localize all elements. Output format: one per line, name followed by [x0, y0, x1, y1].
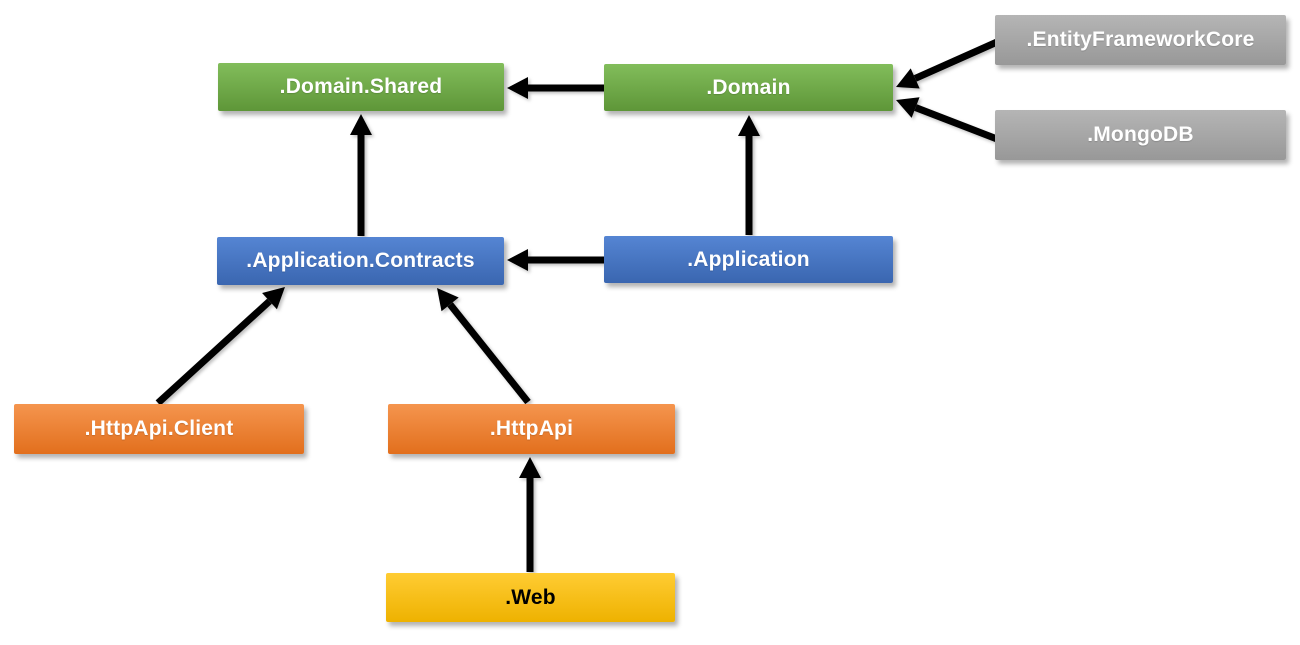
arrow-web-to-httpapi: [519, 457, 541, 572]
node-web: .Web: [386, 573, 675, 622]
node-label-app-contracts: .Application.Contracts: [246, 249, 475, 272]
node-label-mongodb: .MongoDB: [1087, 123, 1194, 146]
node-domain: .Domain: [604, 64, 893, 111]
node-domain-shared: .Domain.Shared: [218, 63, 504, 111]
node-label-domain: .Domain: [706, 75, 791, 99]
arrow-httpapi-client-to-app-contracts: [155, 287, 285, 406]
arrow-app-contracts-to-domain-shared: [350, 114, 372, 236]
arrow-application-to-domain: [738, 115, 760, 235]
arrow-domain-to-domain-shared: [507, 77, 604, 99]
node-efcore: .EntityFrameworkCore: [995, 15, 1286, 65]
node-httpapi: .HttpApi: [388, 404, 675, 454]
node-label-httpapi: .HttpApi: [489, 417, 574, 440]
node-label-httpapi-client: .HttpApi.Client: [84, 417, 234, 440]
arrow-efcore-to-domain: [896, 38, 999, 89]
node-label-efcore: .EntityFrameworkCore: [1026, 28, 1255, 51]
node-label-domain-shared: .Domain.Shared: [279, 75, 443, 98]
node-label-application: .Application: [687, 247, 810, 271]
arrow-mongodb-to-domain: [896, 97, 999, 143]
node-label-web: .Web: [505, 585, 556, 609]
node-httpapi-client: .HttpApi.Client: [14, 404, 304, 454]
node-application: .Application: [604, 236, 893, 283]
arrow-httpapi-to-app-contracts: [437, 288, 531, 405]
arrow-application-to-app-contracts: [507, 249, 604, 271]
node-app-contracts: .Application.Contracts: [217, 237, 504, 285]
node-mongodb: .MongoDB: [995, 110, 1286, 160]
